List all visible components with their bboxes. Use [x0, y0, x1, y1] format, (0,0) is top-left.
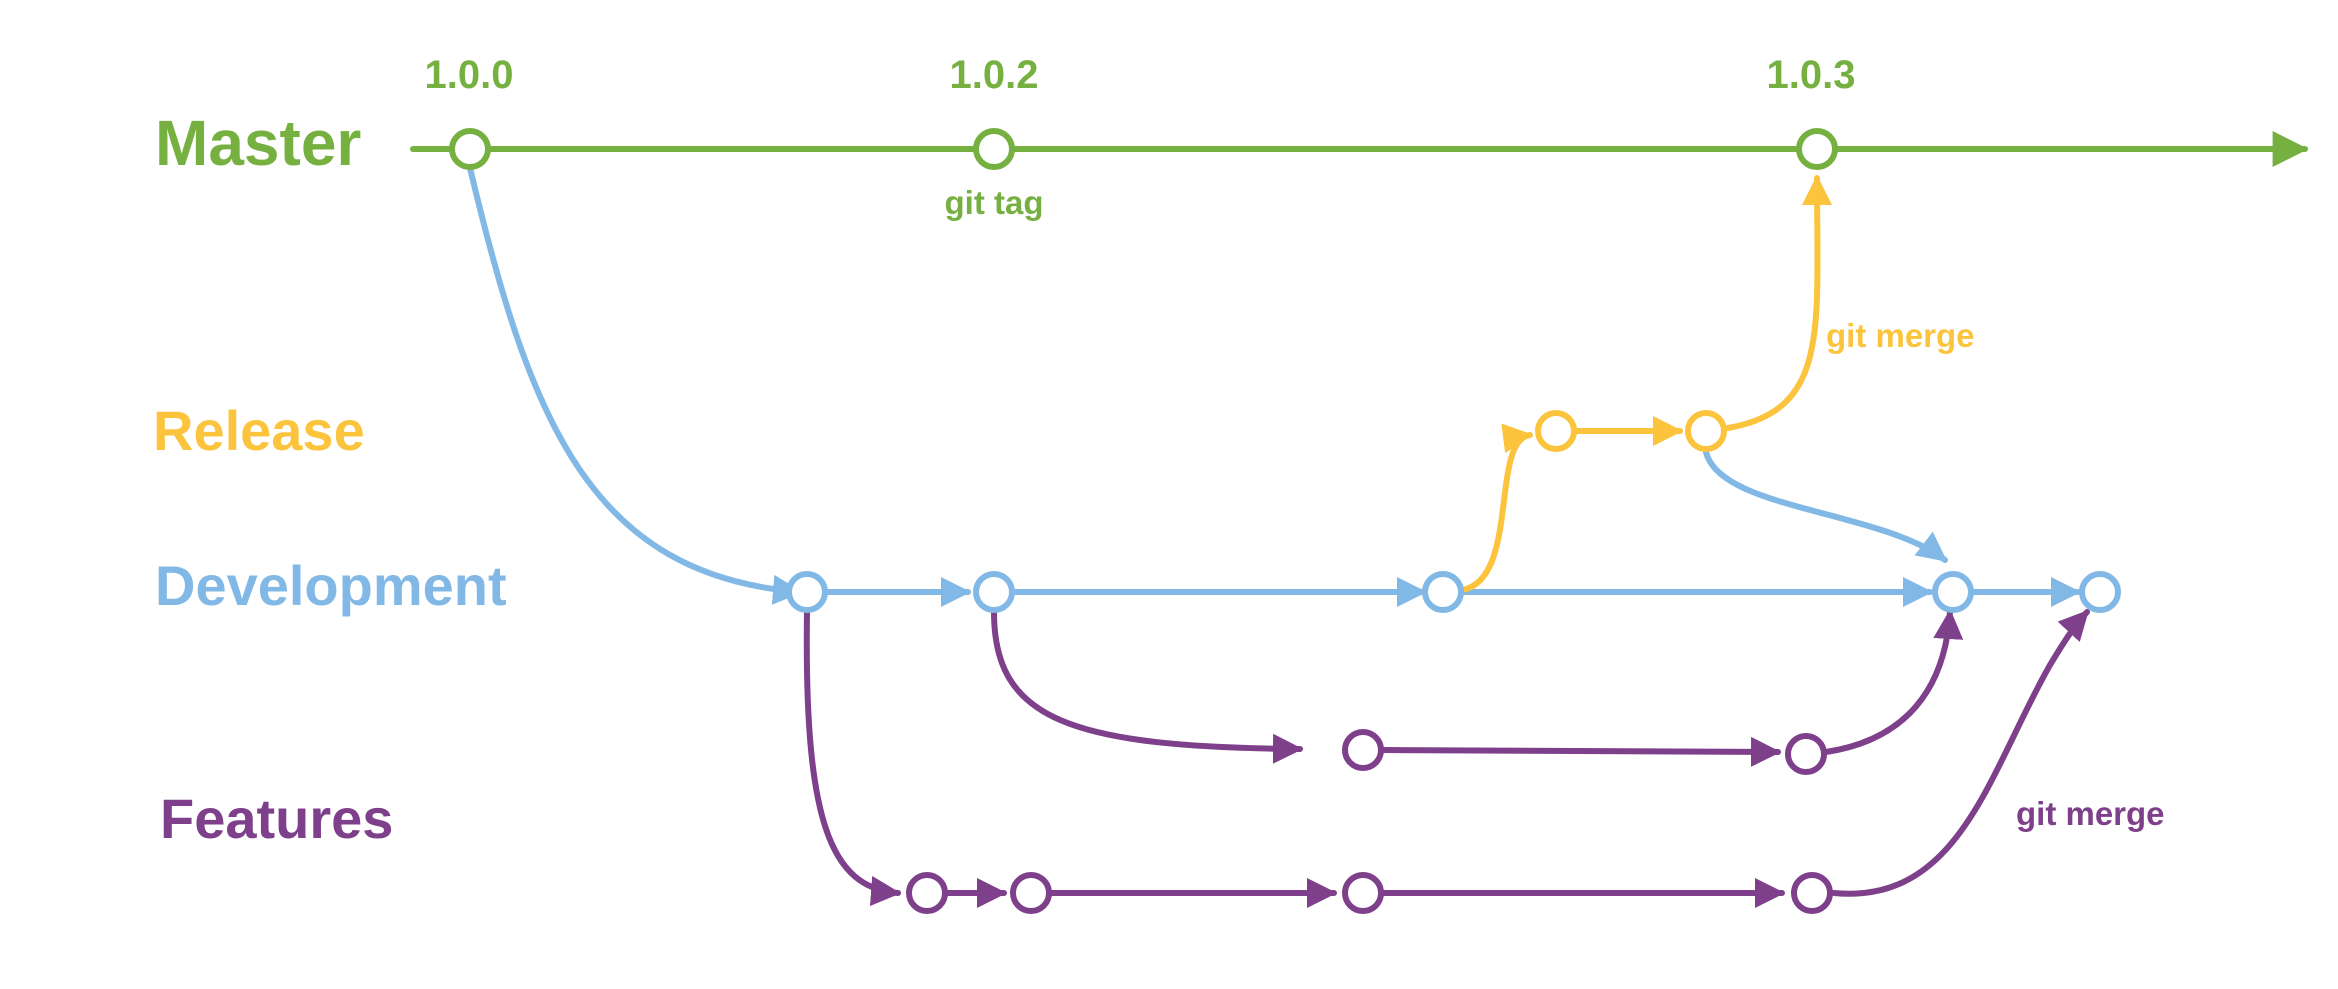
- feature-b-commit-3: [1342, 872, 1384, 914]
- edge-release-to-master: [1725, 175, 1833, 431]
- edge-feature-b-to-development: [1831, 609, 2090, 897]
- development-commit-2: [973, 571, 1015, 613]
- feature-b-commit-2: [1010, 872, 1052, 914]
- git-merge-note-release: git merge: [1826, 317, 1975, 354]
- lane-label-development: Development: [155, 554, 507, 617]
- edge-dev-to-feature-b: [803, 609, 901, 906]
- lane-label-release: Release: [153, 399, 365, 462]
- version-tag-1-0-3: 1.0.3: [1767, 53, 1856, 97]
- edge-master-to-development: [467, 165, 803, 605]
- development-commit-4: [1932, 571, 1974, 613]
- version-tag-1-0-0: 1.0.0: [425, 53, 514, 97]
- feature-a-commit-1: [1342, 729, 1384, 771]
- master-commit-1-0-3: [1796, 128, 1838, 170]
- feature-b-commit-4: [1791, 872, 1833, 914]
- edge-feature-a-to-development: [1823, 609, 1964, 755]
- master-commit-1-0-0: [449, 128, 491, 170]
- feature-a-commit-2: [1785, 733, 1827, 775]
- feature-b-commit-1: [906, 872, 948, 914]
- version-tag-1-0-2: 1.0.2: [950, 53, 1039, 97]
- edge-dev-to-release: [1459, 423, 1533, 593]
- development-commit-3: [1422, 571, 1464, 613]
- edge-dev-to-feature-a: [991, 609, 1303, 764]
- lane-label-master: Master: [155, 107, 361, 179]
- git-merge-note-features: git merge: [2016, 795, 2165, 832]
- release-commit-1: [1535, 410, 1577, 452]
- release-commit-2: [1685, 410, 1727, 452]
- lane-label-features: Features: [160, 787, 393, 850]
- edge-release-to-development: [1703, 449, 1948, 563]
- edge-feature-a-1-2: [1381, 736, 1781, 767]
- development-commit-5: [2079, 571, 2121, 613]
- git-tag-note: git tag: [945, 184, 1044, 221]
- master-commit-1-0-2: [973, 128, 1015, 170]
- development-commit-1: [786, 571, 828, 613]
